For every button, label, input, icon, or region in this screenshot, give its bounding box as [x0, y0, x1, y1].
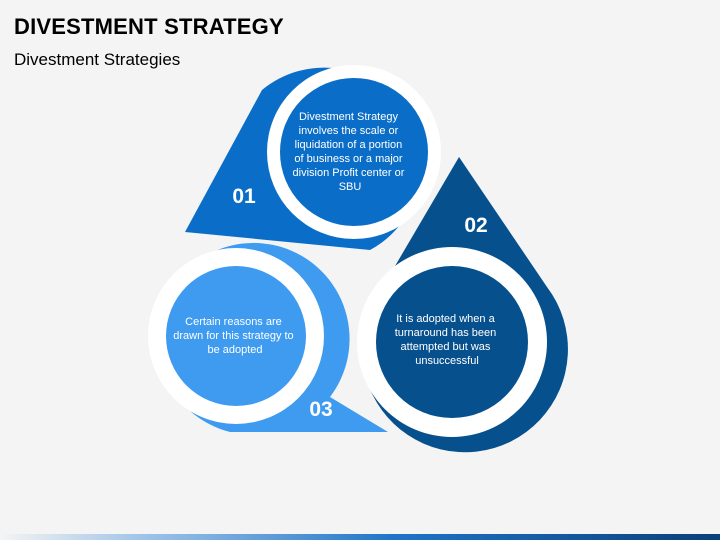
- page-subtitle: Divestment Strategies: [14, 50, 181, 69]
- step-03-line: be adopted: [207, 344, 262, 356]
- step-02-core: [376, 266, 528, 418]
- step-02-number: 02: [464, 214, 487, 237]
- step-01-line: of business or a major: [294, 153, 403, 165]
- step-01-line: SBU: [339, 181, 362, 193]
- step-03-line: drawn for this strategy to: [173, 330, 293, 342]
- step-01-number: 01: [232, 185, 256, 208]
- step-02-line: attempted but was: [401, 341, 491, 353]
- step-03-number: 03: [309, 398, 332, 421]
- step-01-line: involves the scale or: [299, 125, 399, 137]
- step-01-description: Divestment Strategy involves the scale o…: [293, 111, 408, 193]
- step-02-line: turnaround has been: [395, 327, 497, 339]
- step-03-description: Certain reasons are drawn for this strat…: [173, 316, 297, 356]
- step-03-teardrop: 03 Certain reasons are drawn for this st…: [148, 242, 388, 432]
- step-02-description: It is adopted when a turnaround has been…: [395, 313, 500, 367]
- step-01-line: liquidation of a portion: [295, 139, 403, 151]
- step-02-line: It is adopted when a: [396, 313, 495, 325]
- step-02-line: unsuccessful: [415, 355, 479, 367]
- page-title: DIVESTMENT STRATEGY: [14, 14, 284, 39]
- step-01-teardrop: 01 Divestment Strategy involves the scal…: [185, 65, 441, 250]
- step-01-core: [280, 78, 428, 226]
- step-03-line: Certain reasons are: [185, 316, 282, 328]
- step-02-teardrop: 02 It is adopted when a turnaround has b…: [357, 157, 568, 453]
- bottom-accent-bar: [0, 534, 720, 540]
- step-01-line: Divestment Strategy: [299, 111, 399, 123]
- step-01-line: division Profit center or: [293, 167, 405, 179]
- step-03-core: [166, 266, 306, 406]
